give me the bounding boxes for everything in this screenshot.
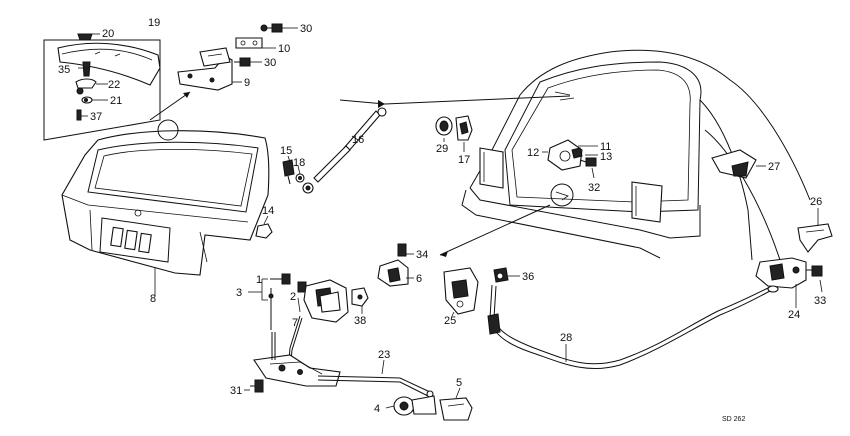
label-17: 17: [458, 154, 470, 166]
striker-assembly: [547, 139, 597, 171]
label-30-bottom: 30: [264, 57, 276, 69]
label-6: 6: [416, 273, 422, 285]
diagram-code: SD 262: [722, 416, 745, 423]
label-31: 31: [230, 385, 242, 397]
label-30-top: 30: [300, 23, 312, 35]
label-27: 27: [768, 161, 780, 173]
part-labels: 19 20 35 22 21 37 30 10 30 9 8 16 15 18 …: [58, 17, 826, 423]
latch-center: [377, 243, 479, 315]
label-10: 10: [278, 43, 290, 55]
latch-mechanism: [250, 273, 473, 421]
latch-right: [755, 223, 833, 289]
label-22: 22: [108, 79, 120, 91]
label-18: 18: [293, 157, 305, 169]
label-19: 19: [148, 17, 160, 29]
label-7: 7: [292, 317, 298, 329]
label-11: 11: [600, 141, 611, 153]
label-24: 24: [788, 309, 800, 321]
car-body-outline: [461, 49, 811, 261]
label-4: 4: [374, 403, 380, 415]
rear-spoiler: [43, 33, 161, 141]
label-20: 20: [102, 28, 114, 40]
label-33: 33: [814, 295, 826, 307]
bumper-parts: [435, 115, 473, 141]
label-leaders: [78, 27, 823, 409]
label-23: 23: [378, 349, 390, 361]
label-5: 5: [456, 377, 462, 389]
gas-strut: [302, 107, 387, 194]
label-29: 29: [436, 143, 448, 155]
label-12: 12: [527, 147, 539, 159]
label-28: 28: [560, 332, 572, 344]
leader-arrows: [149, 91, 571, 257]
label-34: 34: [416, 249, 428, 261]
label-37: 37: [90, 111, 102, 123]
label-32: 32: [588, 182, 600, 194]
label-16: 16: [352, 134, 364, 146]
label-36: 36: [522, 271, 534, 283]
label-25: 25: [444, 315, 456, 327]
label-3: 3: [236, 287, 242, 299]
label-1: 1: [256, 274, 262, 286]
strut-bolts: [282, 159, 305, 185]
label-8: 8: [150, 293, 156, 305]
label-26: 26: [810, 196, 822, 208]
spoiler-fasteners: [75, 61, 97, 121]
clip-27: [711, 149, 757, 179]
label-38: 38: [354, 315, 366, 327]
label-2: 2: [290, 291, 296, 303]
label-13: 13: [600, 151, 612, 163]
label-15: 15: [280, 145, 292, 157]
label-35: 35: [58, 64, 70, 76]
tailgate-hinge: [177, 23, 283, 91]
label-21: 21: [110, 95, 122, 107]
tailgate-door: [61, 119, 270, 276]
nut-14: [255, 223, 273, 239]
release-cable: [487, 267, 779, 369]
label-9: 9: [244, 77, 250, 89]
label-14: 14: [262, 205, 274, 217]
